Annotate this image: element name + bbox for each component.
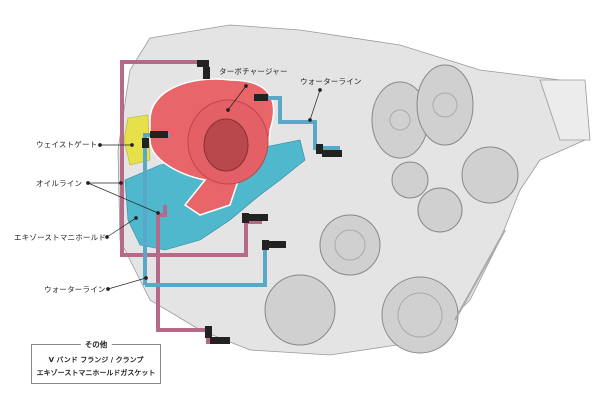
label-wastegate: ウェイストゲート	[36, 140, 98, 149]
other-parts-box: その他 V バンド フランジ / クランプ エキゾーストマニホールドガスケット	[31, 339, 161, 384]
fittings	[142, 60, 342, 344]
leader-lines	[86, 84, 322, 291]
label-water-line-top: ウォーターライン	[300, 77, 362, 86]
other-parts-title: その他	[80, 339, 112, 350]
label-water-line-bottom: ウォーターライン	[44, 285, 106, 294]
label-oil-line: オイルライン	[36, 179, 83, 188]
turbocharger	[149, 78, 275, 216]
label-turbocharger: ターボチャージャー	[219, 67, 288, 76]
label-exhaust-manifold: エキゾーストマニホールド	[14, 233, 107, 242]
other-parts-item: V バンド フランジ / クランプ	[48, 356, 144, 364]
other-parts-item: エキゾーストマニホールドガスケット	[36, 369, 156, 377]
